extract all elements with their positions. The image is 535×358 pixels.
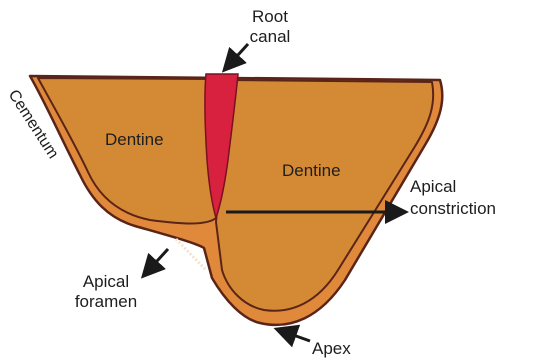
root-canal-arrow <box>228 44 248 66</box>
root-canal-label-line1: Root <box>252 7 288 26</box>
apical-foramen-label-line2: foramen <box>75 292 137 311</box>
dentine-left <box>38 78 216 224</box>
apex-label: Apex <box>312 339 351 358</box>
dentine-right-label: Dentine <box>282 161 341 180</box>
apical-constriction-label-line1: Apical <box>410 177 456 196</box>
apical-constriction-label-line2: constriction <box>410 199 496 218</box>
dentine-right <box>216 80 433 311</box>
apex-arrow <box>282 331 310 341</box>
apical-foramen-label-line1: Apical <box>83 272 129 291</box>
dentine-left-label: Dentine <box>105 130 164 149</box>
root-canal-label-line2: canal <box>250 27 291 46</box>
apical-foramen-arrow <box>147 249 168 272</box>
